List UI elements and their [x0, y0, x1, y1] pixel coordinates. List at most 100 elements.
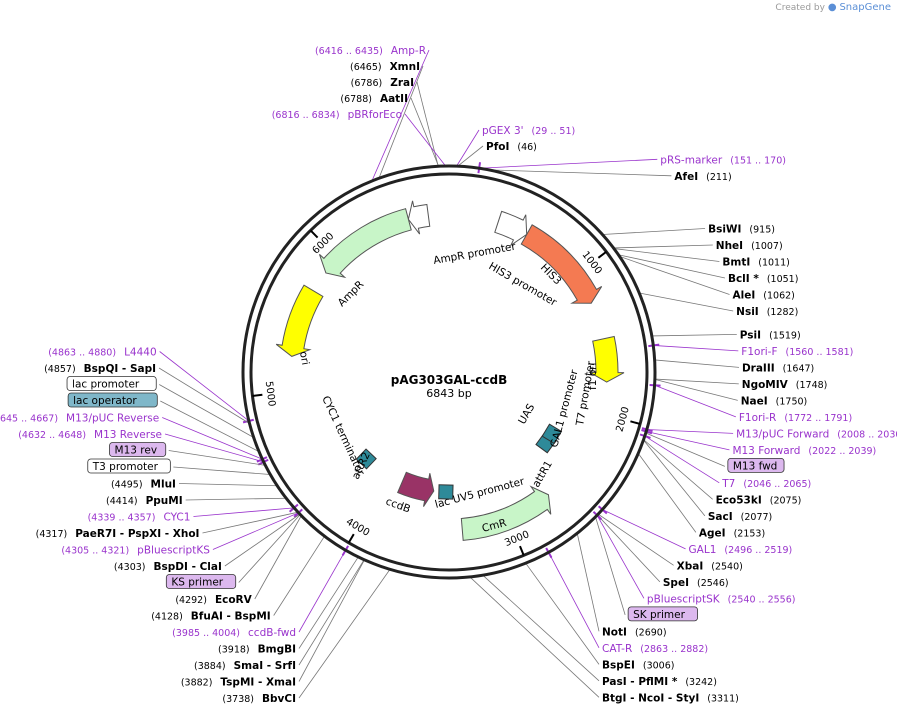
feature-box-ks-primer[interactable]: KS primer [165, 574, 237, 589]
feature-f1-ori[interactable] [588, 335, 625, 383]
site-ppumi[interactable]: (4414)PpuMI [106, 495, 183, 507]
feature-box-sk-primer[interactable]: SK primer [627, 606, 698, 622]
feature-ccdb[interactable] [397, 471, 435, 507]
site-bbvci[interactable]: (3738)BbvCI [222, 693, 296, 705]
primer-l4440[interactable]: (4863 .. 4880)L4440 [48, 347, 156, 359]
leader-line [613, 248, 720, 262]
feature-ampr[interactable] [318, 208, 412, 279]
site-btgi-ncoi-styi[interactable]: BtgI - NcoI - StyI(3311) [602, 692, 739, 704]
site-nhei[interactable]: NheI(1007) [716, 240, 783, 252]
site-alei[interactable]: AleI(1062) [733, 290, 795, 302]
feature-box-m13-fwd[interactable]: M13 fwd [727, 457, 785, 473]
primer-ccdb-fwd[interactable]: (3985 .. 4004)ccdB-fwd [172, 627, 296, 639]
label-name: CAT-R [602, 643, 632, 655]
site-smai-srfi[interactable]: (3884)SmaI - SrfI [194, 660, 296, 672]
label-name: NgoMIV [742, 379, 789, 391]
primer-cyc1[interactable]: (4339 .. 4357)CYC1 [88, 512, 191, 524]
feature-his3[interactable] [520, 224, 603, 304]
label-name: NheI [716, 240, 743, 252]
primer-m13-puc-reverse[interactable]: (4645 .. 4667)M13/pUC Reverse [0, 413, 159, 425]
primer-pbluescriptks[interactable]: (4305 .. 4321)pBluescriptKS [61, 545, 210, 557]
leader-line [654, 378, 739, 385]
site-mlui[interactable]: (4495)MluI [111, 479, 176, 491]
primer-m13-puc-forward[interactable]: M13/pUC Forward(2008 .. 2030) [736, 428, 897, 440]
att-block-3[interactable] [355, 448, 377, 470]
leader-line [456, 129, 480, 167]
site-bmti[interactable]: BmtI(1011) [722, 257, 789, 269]
primer-pbrforeco[interactable]: (6816 .. 6834)pBRforEco [272, 109, 402, 121]
site-afei[interactable]: AfeI(211) [674, 171, 731, 183]
primer-t7[interactable]: T7(2046 .. 2065) [721, 478, 811, 490]
site-ngomiv[interactable]: NgoMIV(1748) [742, 379, 828, 391]
label-name: L4440 [124, 347, 157, 359]
label-name: MluI [151, 479, 176, 491]
leader-line [637, 453, 697, 533]
label-name: EcoRV [215, 594, 253, 606]
label-t7-promoter: T7 promoter [574, 360, 597, 428]
primer-gal1[interactable]: GAL1(2496 .. 2519) [689, 544, 793, 556]
site-bcli[interactable]: BclI *(1051) [728, 273, 798, 285]
primer-amp-r[interactable]: (6416 .. 6435)Amp-R [315, 45, 426, 57]
feature-box-lac-promoter[interactable]: lac promoter [66, 376, 157, 391]
site-nsii[interactable]: NsiI(1282) [736, 306, 798, 318]
site-eco53ki[interactable]: Eco53kI(2075) [716, 494, 802, 506]
site-spei[interactable]: SpeI(2546) [663, 577, 729, 589]
feature-his3-promoter[interactable] [494, 210, 528, 247]
site-ecorv[interactable]: (4292) EcoRV [175, 594, 252, 606]
label-name: PaeR7I - PspXI - XhoI [75, 528, 199, 540]
primer-f1ori-f[interactable]: F1ori-F(1560 .. 1581) [741, 346, 853, 358]
leader-line [646, 431, 730, 451]
leader-line [202, 511, 299, 534]
site-zrai[interactable]: (6786)ZraI [351, 77, 414, 89]
label-position: (3985 .. 4004) [172, 628, 240, 639]
feature-box-label: M13 rev [115, 445, 158, 457]
site-pasi-pflmi[interactable]: PasI - PflMI *(3242) [602, 676, 717, 688]
site-draiii[interactable]: DraIII(1647) [742, 362, 814, 374]
site-xmni[interactable]: (6465)XmnI [350, 61, 420, 73]
att-block-2[interactable] [541, 423, 563, 445]
primer-m13-forward[interactable]: M13 Forward(2022 .. 2039) [732, 445, 876, 457]
site-bspei[interactable]: BspEI(3006) [602, 659, 674, 671]
label-name: AleI [733, 290, 756, 302]
primer-prs-marker[interactable]: pRS-marker(151 .. 170) [660, 154, 786, 166]
feature-ampr-promoter[interactable] [407, 200, 431, 235]
site-bspdi-clai[interactable]: (4303)BspDI - ClaI [114, 561, 222, 573]
label-name: NaeI [741, 395, 768, 407]
label-name: M13 Forward [732, 445, 800, 457]
leader-line [298, 559, 365, 666]
site-bsiwi[interactable]: BsiWI(915) [708, 224, 775, 236]
feature-box-t3-promoter[interactable]: T3 promoter [87, 458, 171, 474]
site-noti[interactable]: NotI(2690) [602, 626, 667, 638]
label-position: (3311) [707, 693, 739, 704]
feature-box-bg [727, 457, 785, 473]
feature-ori[interactable] [275, 284, 324, 357]
site-agei[interactable]: AgeI(2153) [699, 527, 765, 539]
primer-pgex-3[interactable]: pGEX 3'(29 .. 51) [482, 125, 575, 137]
feature-box-lac-operator[interactable]: lac operator [67, 392, 158, 408]
site-xbai[interactable]: XbaI(2540) [677, 560, 743, 572]
site-saci[interactable]: SacI(2077) [708, 511, 772, 523]
label-position: (4292) [175, 595, 207, 606]
primer-m13-reverse[interactable]: (4632 .. 4648)M13 Reverse [18, 429, 162, 441]
site-bspqi-sapi[interactable]: (4857)BspQI - SapI [44, 363, 156, 375]
att-block-1[interactable] [438, 484, 454, 500]
primer-pbluescriptsk[interactable]: pBluescriptSK(2540 .. 2556) [647, 593, 796, 605]
site-bfuai-bspmi[interactable]: (4128)BfuAI - BspMI [151, 611, 270, 623]
label-position: (2540 .. 2556) [728, 594, 796, 605]
leader-line [576, 533, 600, 632]
site-psii[interactable]: PsiI(1519) [740, 329, 801, 341]
site-aatii[interactable]: (6788)AatII [340, 93, 408, 105]
label-name: PasI - PflMI * [602, 676, 678, 688]
site-naei[interactable]: NaeI(1750) [741, 395, 808, 407]
primer-f1ori-r[interactable]: F1ori-R(1772 .. 1791) [739, 412, 852, 424]
feature-cmr[interactable] [460, 485, 552, 541]
primer-cat-r[interactable]: CAT-R(2863 .. 2882) [602, 643, 708, 655]
feature-box-m13-rev[interactable]: M13 rev [109, 442, 167, 457]
site-tspmi-xmai[interactable]: (3882)TspMI - XmaI [181, 677, 296, 689]
feature-box-bg [109, 442, 167, 457]
label-name: NotI [602, 626, 627, 638]
site-pfoi[interactable]: PfoI(46) [486, 141, 537, 153]
site-bmgbi[interactable]: (3918)BmgBI [218, 644, 296, 656]
site-paer7i-pspxi-xhoi[interactable]: (4317)PaeR7I - PspXI - XhoI [36, 528, 200, 540]
